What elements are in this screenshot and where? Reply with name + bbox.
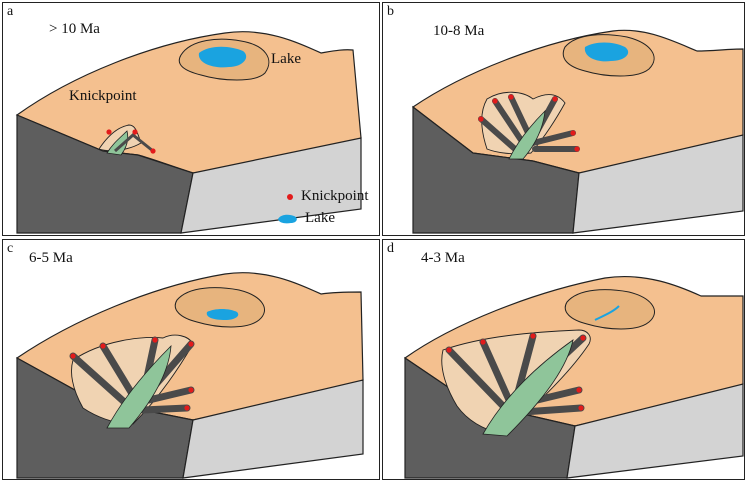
knickpoint-markers bbox=[446, 333, 586, 411]
panel-b: b 10-8 Ma bbox=[382, 2, 745, 236]
age-label: 4-3 Ma bbox=[421, 250, 465, 266]
block-side-face bbox=[182, 379, 364, 479]
knickpoint-marker bbox=[150, 148, 156, 154]
lake-basin bbox=[174, 287, 265, 328]
panel-label: b bbox=[387, 4, 394, 19]
block-side-face bbox=[180, 137, 362, 234]
river-valley bbox=[482, 339, 574, 437]
knickpoint-markers bbox=[478, 94, 580, 152]
block-diagram-d bbox=[403, 275, 744, 479]
red-dot-icon bbox=[287, 193, 293, 200]
lake-water bbox=[206, 309, 239, 320]
knickpoint-marker bbox=[132, 129, 138, 135]
age-label: 6-5 Ma bbox=[29, 250, 73, 266]
lake-water bbox=[198, 46, 247, 68]
knickpoint-marker bbox=[106, 129, 112, 135]
legend-label: Lake bbox=[305, 210, 335, 226]
knickpoint-markers bbox=[70, 337, 194, 411]
river-valley bbox=[508, 109, 546, 160]
panel-d: d 4-3 Ma bbox=[382, 239, 745, 480]
panel-label: d bbox=[387, 241, 394, 256]
knickpoint-label: Knickpoint bbox=[69, 88, 137, 104]
legend-label: Knickpoint bbox=[301, 188, 369, 204]
river-valley bbox=[106, 344, 172, 429]
legend-knickpoint: Knickpoint bbox=[285, 188, 369, 205]
panel-a: a > 10 Ma Knickpoint Lake Knickpoint Lak… bbox=[2, 2, 380, 236]
lake-water bbox=[584, 42, 629, 62]
canyon-branches bbox=[478, 94, 580, 152]
panel-c: c 6-5 Ma bbox=[2, 239, 380, 480]
canyon-branch bbox=[114, 133, 154, 153]
block-side-face bbox=[572, 134, 744, 234]
block-diagram-a bbox=[15, 31, 362, 234]
block-diagram-c bbox=[15, 272, 364, 479]
panel-label: c bbox=[7, 241, 14, 256]
block-diagram-b bbox=[411, 29, 744, 234]
panel-label: a bbox=[7, 4, 14, 19]
age-label: 10-8 Ma bbox=[433, 23, 485, 39]
lake-water bbox=[594, 305, 620, 321]
legend-lake: Lake bbox=[277, 210, 335, 227]
river-valley bbox=[106, 130, 129, 156]
lake-basin bbox=[564, 289, 655, 330]
lake-label: Lake bbox=[271, 51, 301, 67]
blue-lake-icon bbox=[278, 214, 297, 223]
block-side-face bbox=[566, 383, 744, 479]
age-label: > 10 Ma bbox=[49, 21, 100, 37]
